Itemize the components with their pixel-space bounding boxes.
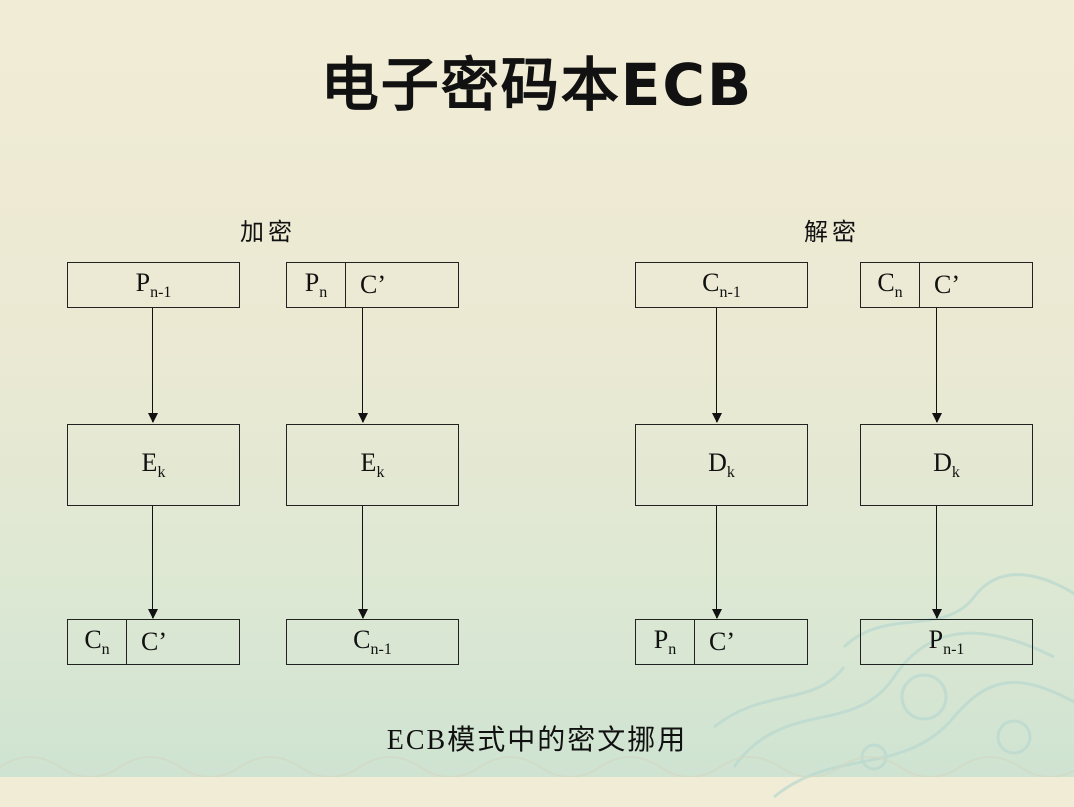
encrypt-col1-input-symbol: Pn-1 [135, 268, 172, 301]
decorative-swirl-pattern [713, 573, 1074, 799]
decrypt-col2-input-left-cell: Cn [861, 263, 920, 307]
decrypt-col2-cipher-symbol: Dk [933, 448, 960, 481]
decrypt-col2-output-block: Pn-1 [860, 619, 1033, 665]
decrypt-col1-arrow-top [711, 308, 722, 423]
encrypt-col2-input-block: Pn C’ [286, 262, 459, 308]
encrypt-col1-cipher-block: Ek [67, 424, 240, 506]
decrypt-col2-input-right-cell: C’ [934, 270, 960, 299]
encrypt-col1-output-right-cell: C’ [141, 627, 167, 656]
encrypt-col2-output-block: Cn-1 [286, 619, 459, 665]
encrypt-col2-arrow-top [357, 308, 368, 423]
decrypt-col1-input-symbol: Cn-1 [702, 268, 741, 301]
decrypt-col2-output-symbol: Pn-1 [928, 625, 965, 658]
encrypt-col1-arrow-bottom [147, 506, 158, 619]
encrypt-col2-cipher-block: Ek [286, 424, 459, 506]
decrypt-col1-cipher-block: Dk [635, 424, 808, 506]
encrypt-col2-input-left-cell: Pn [287, 263, 346, 307]
encrypt-col1-output-left-cell: Cn [68, 620, 127, 664]
decrypt-col2-arrow-top [931, 308, 942, 423]
encrypt-col2-cipher-symbol: Ek [360, 448, 385, 481]
decrypt-col1-output-block: Pn C’ [635, 619, 808, 665]
encrypt-col1-output-block: Cn C’ [67, 619, 240, 665]
decrypt-label: 解密 [804, 220, 860, 246]
encrypt-col2-output-symbol: Cn-1 [353, 625, 392, 658]
decrypt-col1-output-right-cell: C’ [709, 627, 735, 656]
encrypt-col1-arrow-top [147, 308, 158, 423]
decrypt-col2-arrow-bottom [931, 506, 942, 619]
encrypt-col2-input-right-cell: C’ [360, 270, 386, 299]
decrypt-col1-input-block: Cn-1 [635, 262, 808, 308]
encrypt-col2-arrow-bottom [357, 506, 368, 619]
decrypt-col2-cipher-block: Dk [860, 424, 1033, 506]
page-title: 电子密码本ECB [320, 51, 754, 119]
decrypt-col1-output-left-cell: Pn [636, 620, 695, 664]
encrypt-col1-cipher-symbol: Ek [141, 448, 166, 481]
decrypt-col2-input-block: Cn C’ [860, 262, 1033, 308]
encrypt-label: 加密 [240, 220, 296, 246]
decrypt-col1-arrow-bottom [711, 506, 722, 619]
encrypt-col1-input-block: Pn-1 [67, 262, 240, 308]
figure-caption: ECB模式中的密文挪用 [386, 725, 688, 756]
decrypt-col1-cipher-symbol: Dk [708, 448, 735, 481]
